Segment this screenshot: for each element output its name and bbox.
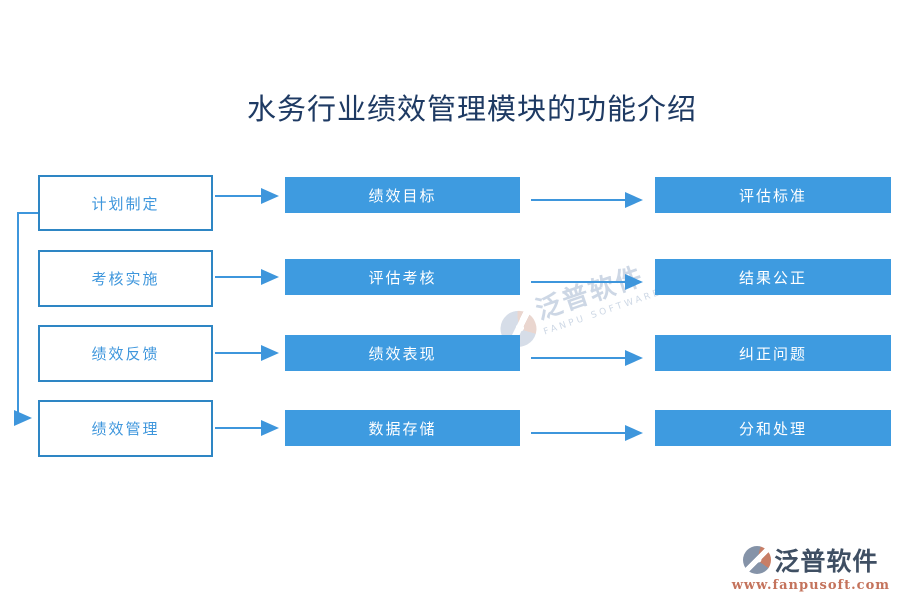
result-box-processing: 分和处理 [655,410,891,446]
function-box-label: 绩效表现 [368,344,437,363]
page-title: 水务行业绩效管理模块的功能介绍 [246,92,697,126]
function-box-storage: 数据存储 [285,410,520,446]
step-box-label: 绩效反馈 [91,345,160,363]
result-box-label: 纠正问题 [738,344,807,363]
function-box-performance: 绩效表现 [285,335,520,371]
brand-logo: 泛普软件 www.fanpusoft.com [732,542,890,593]
fanpu-logo-icon [743,546,772,574]
step-box-label: 绩效管理 [91,420,160,438]
step-box-assessment: 考核实施 [38,250,213,307]
function-box-label: 绩效目标 [368,186,437,205]
result-box-label: 分和处理 [738,419,807,438]
step-box-feedback: 绩效反馈 [38,325,213,382]
result-box-correction: 纠正问题 [655,335,891,371]
function-box-evaluation: 评估考核 [285,259,520,295]
result-box-standard: 评估标准 [655,177,891,213]
result-box-fairness: 结果公正 [655,259,891,295]
step-box-plan: 计划制定 [38,175,213,231]
step-box-label: 考核实施 [91,270,160,288]
brand-url: www.fanpusoft.com [731,578,890,593]
step-box-management: 绩效管理 [38,400,213,457]
function-box-goal: 绩效目标 [285,177,520,213]
step-box-label: 计划制定 [91,194,160,213]
function-box-label: 评估考核 [368,268,437,287]
brand-name: 泛普软件 [774,547,879,576]
result-box-label: 结果公正 [738,268,807,287]
result-box-label: 评估标准 [738,186,807,205]
function-box-label: 数据存储 [368,419,437,438]
